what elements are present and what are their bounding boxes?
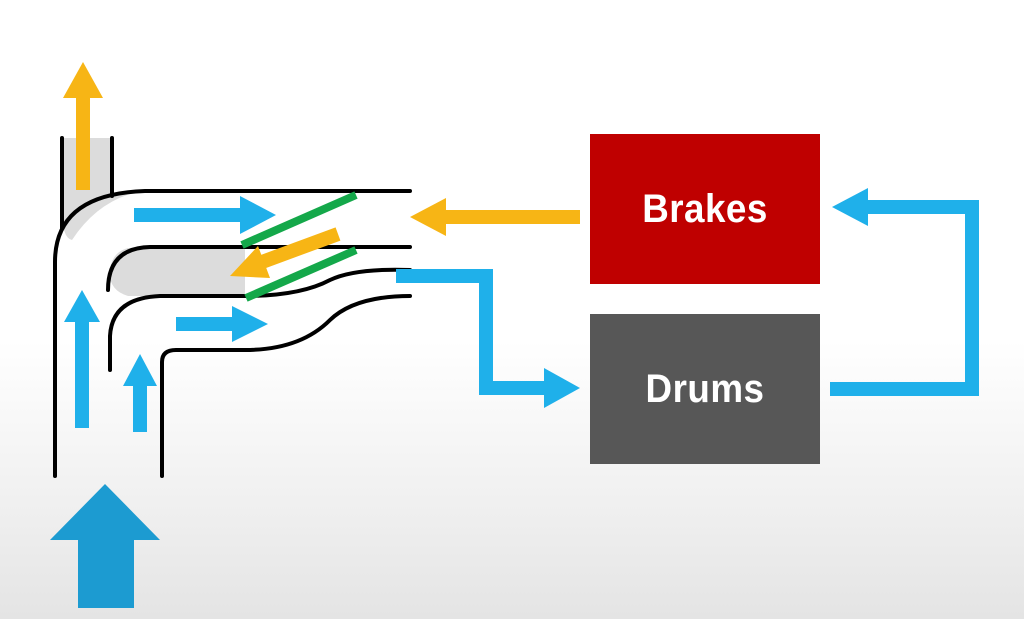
- exhaust-chimney-outline: [60, 136, 114, 230]
- channel-arrow-lower: [176, 306, 268, 342]
- brakes-to-duct-arrow: [410, 198, 580, 236]
- drums-to-brakes-arrow: [830, 188, 979, 396]
- flaps: [240, 191, 358, 302]
- channel-arrow-upper: [134, 196, 276, 234]
- duct-to-drums-arrow: [396, 269, 580, 408]
- duct-outer-wall: [53, 189, 412, 478]
- hot-air-diagonal-arrow: [230, 227, 341, 278]
- duct-upper-channel-wall: [106, 245, 412, 292]
- duct-up-arrow-left: [64, 290, 100, 428]
- duct-inner-wall: [160, 294, 412, 478]
- inlet-arrow: [50, 484, 160, 608]
- arrows: [50, 62, 979, 608]
- divider-blade-fill: [109, 248, 246, 296]
- drums-label: Drums: [645, 366, 765, 411]
- exhaust-up-arrow: [63, 62, 103, 190]
- brakes-label: Brakes: [642, 186, 768, 231]
- flap-upper: [240, 191, 358, 249]
- exhaust-chimney-fill: [62, 138, 130, 240]
- brakes-box: Brakes: [590, 134, 820, 284]
- duct-up-arrow-right: [123, 354, 157, 432]
- duct-middle-wall: [108, 267, 412, 372]
- drums-box: Drums: [590, 314, 820, 464]
- flap-lower: [244, 246, 358, 302]
